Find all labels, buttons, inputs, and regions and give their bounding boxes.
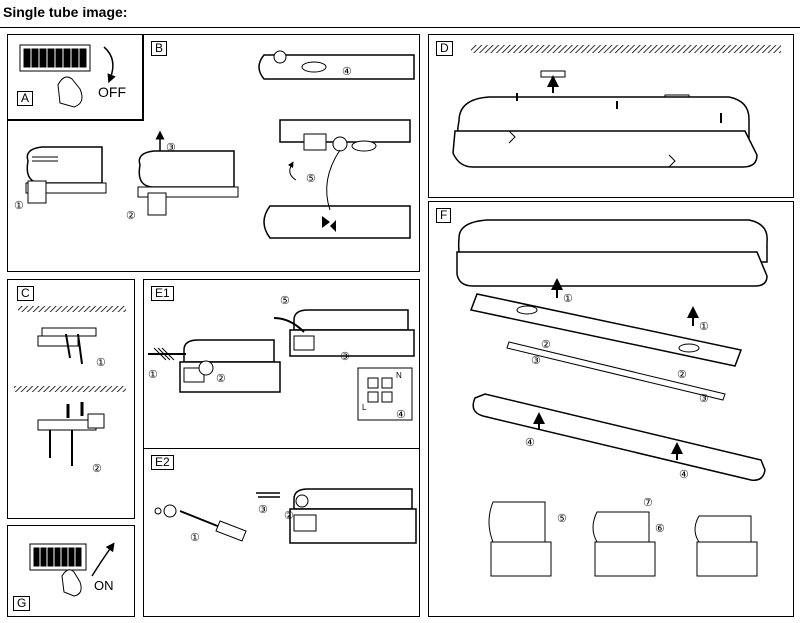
step-3-marker: ③: [531, 355, 541, 367]
panel-c: ① ② C: [7, 279, 135, 519]
panel-e1: ① ② ⑤ ③ L N ④ E1: [143, 279, 420, 449]
step-5-marker: ⑤: [557, 513, 567, 525]
panel-e2: ① ③ ② E2: [143, 448, 420, 617]
panel-label-e2: E2: [151, 455, 174, 470]
title-divider: [0, 27, 800, 28]
page-title: Single tube image:: [3, 4, 128, 20]
step-4-marker-b: ④: [679, 469, 689, 481]
panel-a: OFF A: [7, 34, 143, 120]
step-2-marker: ②: [216, 373, 226, 385]
panel-b-lower: ① ③ ②: [7, 120, 420, 272]
step-1-marker: ①: [563, 293, 573, 305]
switch-on-text: ON: [94, 578, 114, 593]
step-1-marker: ①: [96, 357, 106, 369]
ceiling-bracket-illustration: ① ②: [14, 306, 126, 475]
step-3-marker: ③: [166, 142, 176, 154]
panel-label-a: A: [17, 91, 34, 106]
step-1-marker: ①: [14, 200, 24, 212]
panel-label-d: D: [436, 41, 453, 56]
step-1-marker-b: ①: [699, 321, 709, 333]
gland-replacement-illustration: ① ③ ②: [154, 488, 417, 544]
step-2-marker: ②: [92, 463, 102, 475]
step-1-marker: ①: [148, 369, 158, 381]
panel-label-g: G: [13, 596, 31, 611]
cable-gland-wiring-illustration: ① ② ⑤ ③ L N ④: [148, 295, 415, 421]
step-4-marker: ④: [396, 409, 406, 421]
step-4-marker: ④: [525, 437, 535, 449]
step-7-marker: ⑦: [643, 497, 653, 509]
ceiling-mount-illustration: [452, 45, 781, 168]
step-5-marker: ⑤: [280, 295, 290, 307]
panel-d: D: [428, 34, 794, 198]
step-3-marker: ③: [340, 351, 350, 363]
breaker-off-illustration: OFF: [19, 44, 126, 108]
step-1-marker: ①: [190, 532, 200, 544]
panel-label-f: F: [436, 208, 452, 223]
terminal-n-label: N: [396, 371, 402, 380]
step-2-marker: ②: [126, 210, 136, 222]
step-6-marker: ⑥: [655, 523, 665, 535]
step-2-marker: ②: [541, 339, 551, 351]
step-3-marker-b: ③: [699, 393, 709, 405]
panel-b-upper: ④ B: [143, 34, 420, 121]
breaker-on-illustration: ON: [29, 542, 115, 597]
switch-off-text: OFF: [98, 84, 126, 100]
panel-label-b: B: [151, 41, 168, 56]
step-4-marker: ④: [342, 66, 352, 78]
terminal-l-label: L: [362, 403, 367, 412]
panel-label-c: C: [17, 286, 34, 301]
step-3-marker: ③: [258, 504, 268, 516]
wiring-box-illustration: ⑤: [263, 119, 411, 239]
step-2-marker: ②: [284, 510, 294, 522]
step-5-marker: ⑤: [306, 173, 316, 185]
tube-installation-illustration: ① ① ② ③ ② ③ ④ ④ ⑤ ⑦ ⑥: [456, 219, 768, 577]
end-cap-removal-illustration: ① ③ ②: [14, 130, 239, 222]
panel-f: ① ① ② ③ ② ③ ④ ④ ⑤ ⑦ ⑥ F: [428, 201, 794, 617]
mounting-plate-illustration: ④: [258, 50, 415, 80]
step-2-marker-b: ②: [677, 369, 687, 381]
panel-g: ON G: [7, 525, 135, 617]
panel-label-e1: E1: [151, 286, 174, 301]
